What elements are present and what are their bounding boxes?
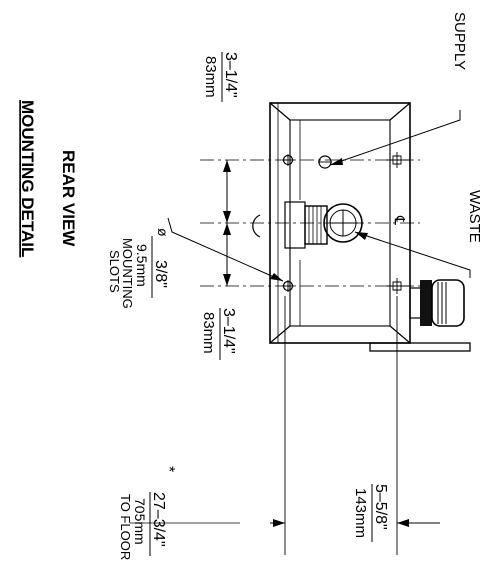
- dim-slot-metric: 9.5mm: [134, 244, 150, 287]
- title-mounting-detail: MOUNTING DETAIL: [18, 100, 37, 257]
- dim-floor-fraction: 27–3/4": [150, 492, 167, 547]
- dim-right-fraction: 5–5/8": [372, 484, 389, 530]
- dim-slot: ø 3/8" 9.5mm MOUNTING SLOTS: [107, 228, 171, 309]
- supply-fitting: [318, 155, 332, 169]
- drawing-title: REAR VIEW MOUNTING DETAIL: [18, 100, 78, 257]
- dim-slot-note1: MOUNTING: [120, 238, 135, 309]
- centerlines: [200, 159, 420, 287]
- waste-label: WASTE: [466, 190, 483, 243]
- dim-floor-metric: 705mm: [132, 498, 148, 545]
- dim-top-spacing: 3–1/4" 83mm: [202, 52, 239, 102]
- dim-mid-spacing: 3–1/4" 83mm: [200, 308, 237, 360]
- dim-slot-fraction: 3/8": [152, 260, 169, 288]
- waste-leader: [354, 231, 471, 278]
- centerline-symbol: ℄: [392, 215, 408, 225]
- dim-floor-note: TO FLOOR: [118, 494, 133, 560]
- dim-top-metric: 83mm: [202, 56, 219, 98]
- base-plate: [369, 342, 471, 352]
- dim-slot-symbol: ø: [155, 228, 171, 237]
- housing: [269, 102, 471, 352]
- dim-floor-asterisk: *: [160, 466, 177, 472]
- leaders: [167, 110, 471, 282]
- dim-floor: * 27–3/4" 705mm TO FLOOR: [118, 466, 177, 560]
- supply-label: SUPPLY: [451, 12, 468, 70]
- vertical-dimension: [223, 160, 231, 286]
- dim-mid-fraction: 3–1/4": [220, 308, 237, 354]
- title-rear-view: REAR VIEW: [59, 150, 78, 247]
- dim-top-fraction: 3–1/4": [222, 52, 239, 98]
- supply-leader: [329, 110, 461, 166]
- dim-right-metric: 143mm: [352, 488, 369, 538]
- mounting-slots: [282, 152, 410, 294]
- solenoid: [409, 279, 465, 327]
- dim-mid-metric: 83mm: [200, 312, 217, 354]
- dim-right-offset: 5–5/8" 143mm: [352, 484, 389, 542]
- waste-drain: [252, 201, 363, 249]
- slot-leader: [167, 217, 284, 282]
- floor-dimension: [130, 296, 440, 555]
- dim-slot-note2: SLOTS: [107, 250, 122, 293]
- housing-inner: [289, 119, 391, 327]
